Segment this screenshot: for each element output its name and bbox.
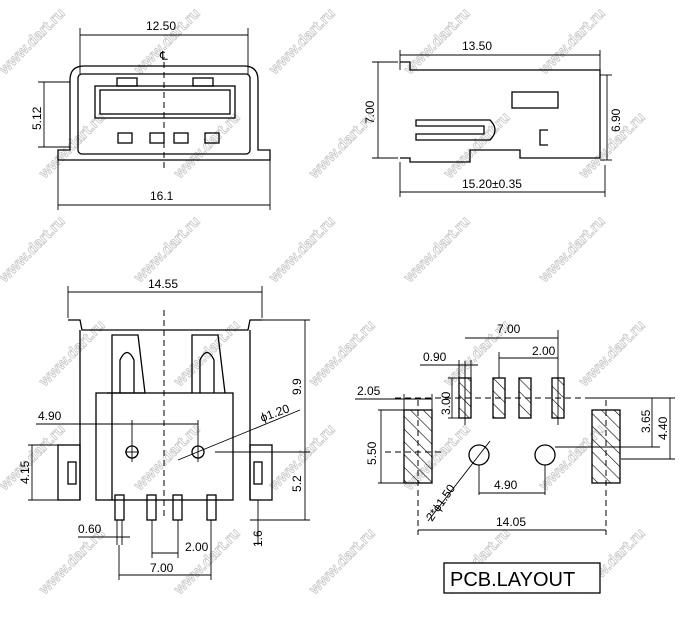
pcb-layout-title: PCB.LAYOUT xyxy=(450,569,575,591)
watermark-text: www.dart.ru xyxy=(130,213,204,287)
watermark-text: www.dart.ru xyxy=(170,109,244,183)
watermark-text: www.dart.ru xyxy=(170,317,244,391)
side-view: 13.50 7.00 6.90 15.20±0.35 xyxy=(363,39,623,197)
watermark-text: www.dart.ru xyxy=(35,317,109,391)
dim-front-width-top: 12.50 xyxy=(146,19,176,33)
dim-pin-length: 1.6 xyxy=(251,530,265,547)
watermark-text: www.dart.ru xyxy=(130,421,204,495)
signal-pad xyxy=(518,377,532,419)
watermark-text: www.dart.ru xyxy=(130,5,204,79)
watermark-text: www.dart.ru xyxy=(170,525,244,599)
watermark-text: www.dart.ru xyxy=(265,213,339,287)
dim-height-lower: 5.2 xyxy=(290,475,304,492)
mounting-hole xyxy=(534,444,556,466)
dim-tab-height: 4.15 xyxy=(18,460,32,484)
dim-hole-spacing: 4.90 xyxy=(38,409,62,423)
dim-pcb-pin-pitch: 2.00 xyxy=(532,344,556,358)
dim-side-total: 15.20±0.35 xyxy=(462,177,522,191)
dim-front-height: 5.12 xyxy=(30,106,44,130)
front-view: 12.50 ℄ 5.12 16.1 xyxy=(30,19,271,210)
dim-pin-width: 0.60 xyxy=(78,522,102,536)
dim-side-height-right: 6.90 xyxy=(609,108,623,132)
centerline-mark: ℄ xyxy=(159,49,168,63)
watermark-text: www.dart.ru xyxy=(400,213,474,287)
dim-front-width-bottom: 16.1 xyxy=(150,189,174,203)
dim-height-total: 9.9 xyxy=(290,378,304,395)
dim-pcb-pin-span: 7.00 xyxy=(497,322,521,336)
watermark-text: www.dart.ru xyxy=(0,5,69,79)
dim-bottom-width: 14.55 xyxy=(148,277,178,291)
dim-pcb-tab-span: 14.05 xyxy=(496,515,526,529)
bottom-view: 14.55 4.90 ϕ1.20 9.9 5.2 4.15 xyxy=(18,277,310,580)
watermark-text: www.dart.ru xyxy=(265,5,339,79)
dim-pcb-pad-width: 0.90 xyxy=(423,350,447,364)
dim-pcb-hole-spacing: 4.90 xyxy=(494,478,518,492)
watermark-text: www.dart.ru xyxy=(305,525,379,599)
watermark-text: www.dart.ru xyxy=(535,5,609,79)
dim-hole-dia: ϕ1.20 xyxy=(258,401,291,425)
watermark-text: www.dart.ru xyxy=(575,317,649,391)
watermark-layer: www.dart.ru www.dart.ru www.dart.ru www.dar… xyxy=(0,5,649,599)
dim-pcb-tab-length: 5.50 xyxy=(365,441,379,465)
dim-side-length: 13.50 xyxy=(462,39,492,53)
dim-pin-span: 7.00 xyxy=(150,561,174,575)
watermark-text: www.dart.ru xyxy=(535,213,609,287)
watermark-text: www.dart.ru xyxy=(0,213,69,287)
watermark-text: www.dart.ru xyxy=(35,109,109,183)
dim-pcb-hole-dia: 2*ϕ1.50 xyxy=(423,481,458,523)
dim-pcb-tab-width: 2.05 xyxy=(357,384,381,398)
dim-pcb-hole-offset: 3.65 xyxy=(639,409,653,433)
dim-pin-pitch: 2.00 xyxy=(185,540,209,554)
signal-pad xyxy=(492,377,506,419)
dim-pcb-tab-offset: 4.40 xyxy=(656,416,670,440)
dim-side-height-left: 7.00 xyxy=(363,100,377,124)
dim-pcb-pad-length: 3.00 xyxy=(439,391,453,415)
watermark-text: www.dart.ru xyxy=(305,317,379,391)
